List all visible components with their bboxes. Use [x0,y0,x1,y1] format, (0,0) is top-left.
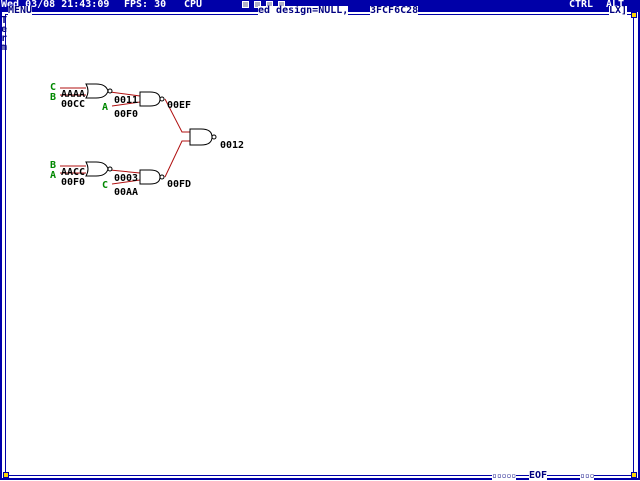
input-label: A [50,170,56,181]
final-output-value: 0012 [220,140,244,151]
window-left-inner-border [5,14,6,476]
signal-value: AAAA [61,89,85,100]
gate-inverter-bubble [107,166,113,172]
nand-gate[interactable] [139,169,161,185]
signal-value: 0003 [114,173,138,184]
clock-text: Wed 03/08 21:43:09 [1,0,110,10]
output-value: 00EF [167,100,191,111]
output-value: 00FD [167,179,191,190]
gate-inverter-bubble [211,134,217,140]
resize-handle-bottom-left[interactable] [3,472,9,478]
window-bottom-border [0,478,640,480]
signal-value: 00F0 [114,109,138,120]
close-button[interactable]: LX] [609,5,628,16]
cpu-indicator [254,1,261,8]
signal-value: 00AA [114,187,138,198]
wires [60,87,190,185]
gate-inverter-bubble [159,174,165,180]
eof-dots-left: ▫▫▫▫▫ [492,471,517,481]
nand-gate[interactable] [139,91,161,107]
input-label: B [50,160,56,171]
side-label: Term [1,15,8,53]
signal-value: 00CC [61,99,85,110]
nand-gate[interactable] [85,161,109,177]
window-left-border [0,10,2,480]
input-label: A [102,102,108,113]
nand-gate[interactable] [85,83,109,99]
input-label: C [102,180,108,191]
fps-text: FPS: 30 [124,0,167,10]
menu-button[interactable]: MENU [8,5,33,16]
signal-value: 0011 [114,95,138,106]
resize-handle-bottom-right[interactable] [631,472,637,478]
input-label: B [50,92,56,103]
cpu-indicator [242,1,249,8]
input-label: C [50,82,56,93]
ctrl-indicator[interactable]: CTRL [569,0,594,10]
gate-inverter-bubble [107,88,113,94]
gate-inverter-bubble [159,96,165,102]
resize-handle-top-right[interactable] [631,12,637,18]
window-title: ed design=NULL, [258,5,349,16]
signal-value: 00F0 [61,177,85,188]
window-bottom-inner-border [5,475,634,476]
eof-dots-right: ▫▫▫ [580,471,595,481]
alt-indicator[interactable]: ALT [606,0,625,10]
eof-label: EOF [529,470,548,481]
window-right-inner-border [633,14,634,476]
signal-value: AACC [61,167,85,178]
cpu-label: CPU [184,0,203,10]
status-bar [0,0,640,10]
window-right-border [638,10,640,480]
nand-gate[interactable] [189,128,213,146]
address-text: 3FCF6C28 [370,5,419,16]
